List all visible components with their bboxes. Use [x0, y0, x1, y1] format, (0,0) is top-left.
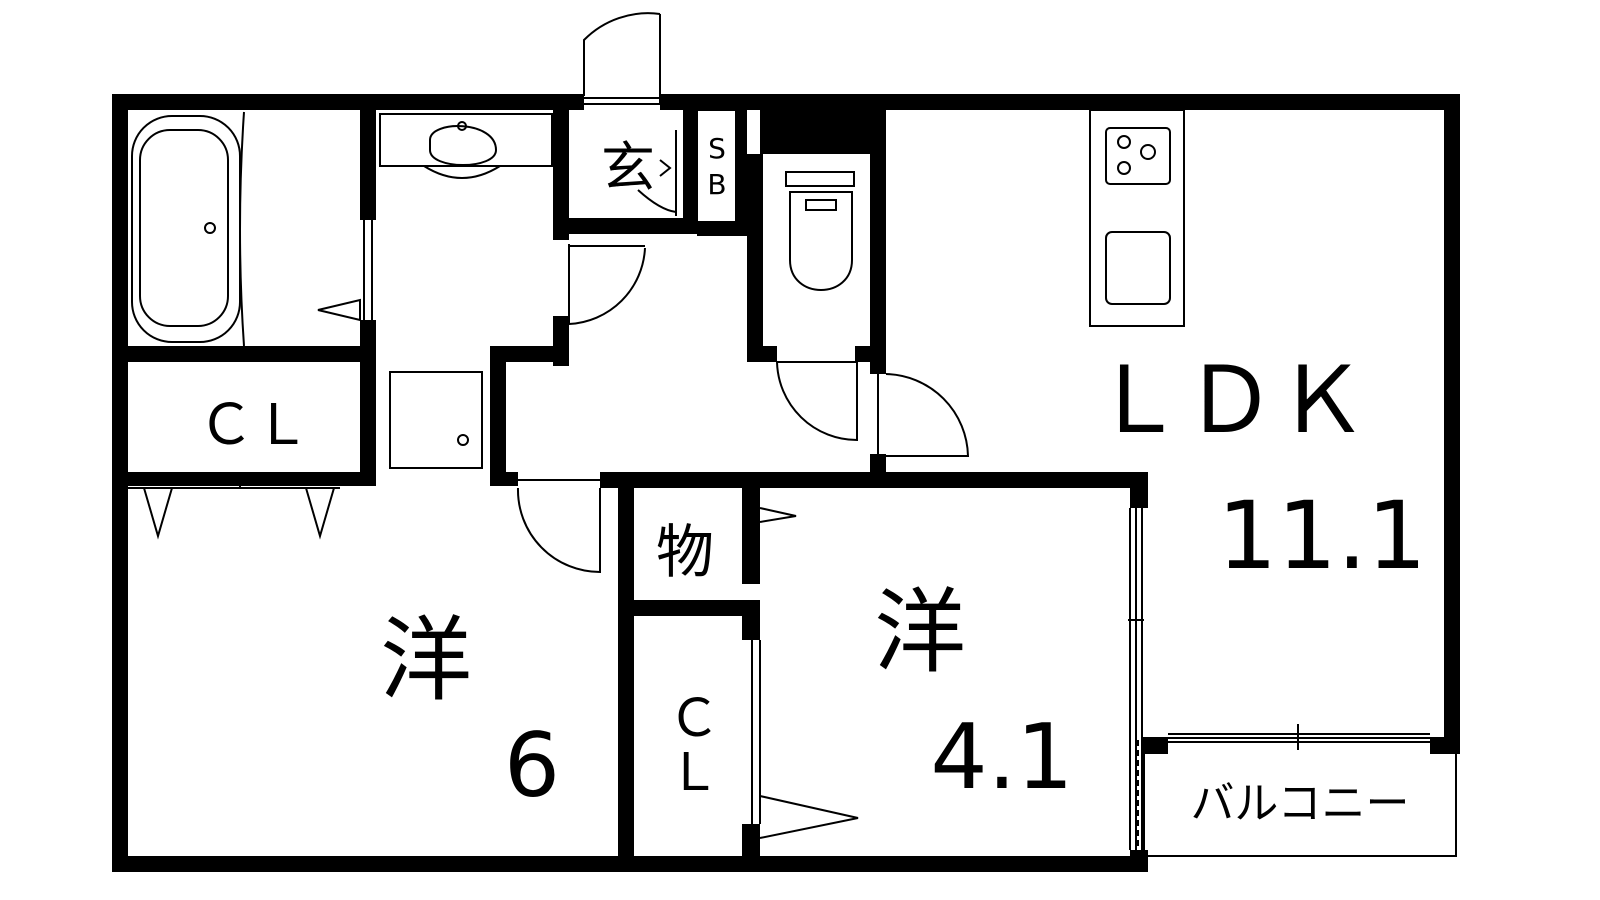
- stove-icon: [1105, 127, 1171, 185]
- west-bedroom-size: 6: [504, 714, 560, 817]
- west-bedroom-label: 洋: [380, 607, 472, 714]
- balcony-label: バルコニー: [1190, 778, 1409, 829]
- east-bedroom-label: 洋: [874, 579, 966, 686]
- shoe-box-label-1: S: [708, 132, 726, 165]
- washing-machine-icon: [389, 371, 483, 469]
- sink-icon: [1105, 231, 1171, 305]
- entrance-label: 玄: [601, 136, 655, 199]
- storage-label: 物: [656, 518, 714, 586]
- shoe-box-label-2: B: [707, 168, 726, 201]
- ldk-size: 11.1: [1217, 482, 1426, 591]
- fixtures: [128, 12, 1457, 857]
- closet-middle-label-1: Ｃ: [668, 689, 720, 749]
- closet-middle-label-2: Ｌ: [668, 743, 720, 803]
- east-bedroom-size: 4.1: [930, 705, 1073, 810]
- room-labels: ＬＤＫ 11.1 洋 6 洋 4.1 ＣＬ Ｃ Ｌ 物 玄 S B バルコニー: [198, 132, 1427, 829]
- closet-top-label: ＣＬ: [198, 393, 310, 458]
- walls: [112, 94, 1460, 872]
- ldk-label: ＬＤＫ: [1092, 347, 1368, 454]
- toilet-icon: [789, 191, 853, 291]
- washbasin-icon: [429, 125, 498, 166]
- bathtub-icon: [131, 115, 241, 343]
